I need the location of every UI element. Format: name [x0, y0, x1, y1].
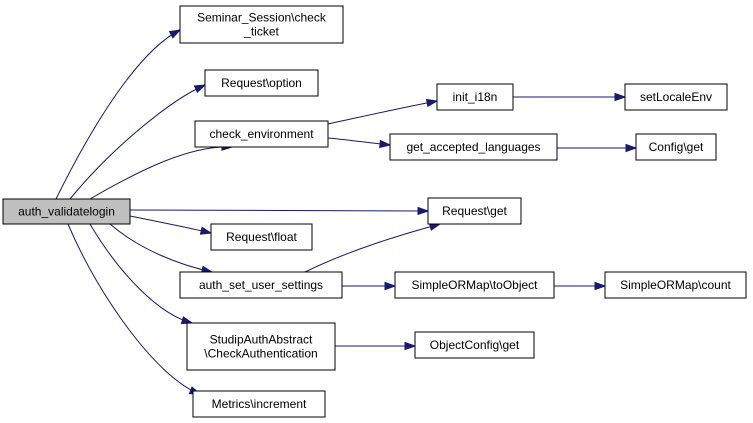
node-label: _ticket: [243, 25, 279, 39]
node-label: SimpleORMap\count: [620, 278, 731, 292]
edges-layer: [55, 29, 638, 395]
node-label: Request\float: [226, 230, 297, 244]
node-label: SimpleORMap\toObject: [411, 278, 538, 292]
edge-to_object-to-orm_count: [554, 281, 607, 291]
nodes-layer: auth_validatelogin Seminar_Session\check_…: [2, 5, 747, 418]
node-box: [179, 271, 343, 299]
node-get-langs[interactable]: get_accepted_languages: [389, 133, 558, 161]
edge-root-to-req_option: [69, 84, 207, 200]
arrowhead-icon: [384, 281, 397, 291]
edge-get_langs-to-config_get: [557, 143, 638, 153]
arrowhead-icon: [614, 92, 627, 102]
arrowhead-icon: [594, 281, 607, 291]
node-req-option[interactable]: Request\option: [204, 69, 319, 97]
node-config-get[interactable]: Config\get: [635, 133, 717, 161]
node-box: [635, 133, 717, 161]
node-label: Request\get: [442, 204, 507, 218]
node-auth-set[interactable]: auth_set_user_settings: [179, 271, 343, 299]
edge-line: [109, 223, 213, 273]
arrowhead-icon: [193, 84, 207, 94]
node-orm-count[interactable]: SimpleORMap\count: [604, 271, 747, 299]
node-seminar[interactable]: Seminar_Session\check_ticket: [179, 5, 344, 44]
node-objconf-get[interactable]: ObjectConfig\get: [414, 331, 535, 359]
node-label: init_i18n: [453, 90, 498, 104]
node-label: Seminar_Session\check: [197, 11, 327, 25]
node-box: [436, 83, 514, 111]
node-studip-auth[interactable]: StudipAuthAbstract\CheckAuthentication: [186, 322, 336, 371]
node-check-env[interactable]: check_environment: [194, 120, 329, 148]
edge-line: [129, 215, 212, 234]
arrowhead-icon: [417, 206, 430, 216]
edge-check_env-to-init_i18n: [327, 98, 439, 125]
edge-root-to-seminar: [55, 29, 182, 200]
arrowhead-icon: [625, 143, 638, 153]
node-box: [394, 271, 555, 299]
node-init-i18n[interactable]: init_i18n: [436, 83, 514, 111]
arrowhead-icon: [168, 29, 182, 39]
node-label: auth_validatelogin: [18, 205, 115, 219]
node-metrics[interactable]: Metrics\increment: [192, 390, 326, 418]
node-box: [389, 133, 558, 161]
edge-root-to-req_get: [129, 206, 430, 216]
arrowhead-icon: [404, 341, 417, 351]
node-label: setLocaleEnv: [640, 90, 712, 104]
node-label: Config\get: [649, 140, 704, 154]
node-box: [2, 198, 131, 225]
node-label: auth_set_user_settings: [199, 278, 323, 292]
node-box: [194, 120, 329, 148]
node-label: \CheckAuthentication: [204, 347, 317, 361]
arrowhead-icon: [379, 139, 392, 149]
edge-line: [89, 223, 193, 324]
node-box: [210, 223, 313, 251]
edge-line: [327, 100, 438, 125]
node-label: Request\option: [221, 76, 302, 90]
node-label: Metrics\increment: [212, 397, 307, 411]
node-box: [427, 197, 522, 225]
edge-line: [129, 209, 429, 212]
edge-line: [304, 223, 441, 273]
edge-root-to-req_float: [129, 215, 213, 235]
edge-line: [67, 223, 201, 395]
edge-line: [55, 29, 181, 200]
edge-root-to-auth_set: [109, 223, 214, 274]
edge-check_env-to-get_langs: [327, 137, 392, 149]
node-box: [179, 5, 344, 44]
edge-studip_auth-to-objconf_get: [335, 341, 417, 351]
node-box: [624, 83, 728, 111]
edge-line: [69, 84, 206, 200]
node-box: [414, 331, 535, 359]
arrowhead-icon: [199, 226, 213, 235]
edge-auth_set-to-to_object: [342, 281, 397, 291]
node-set-locale[interactable]: setLocaleEnv: [624, 83, 728, 111]
node-box: [204, 69, 319, 97]
node-label: check_environment: [209, 127, 314, 141]
node-box: [192, 390, 326, 418]
node-box: [604, 271, 747, 299]
node-req-float[interactable]: Request\float: [210, 223, 313, 251]
edge-init_i18n-to-set_locale: [513, 92, 627, 102]
edge-auth_set-to-req_get: [304, 222, 442, 273]
arrowhead-icon: [425, 98, 439, 108]
edge-root-to-studip_auth: [89, 223, 194, 325]
node-label: ObjectConfig\get: [430, 338, 520, 352]
node-label: StudipAuthAbstract: [210, 333, 313, 347]
edge-root-to-metrics: [67, 223, 202, 395]
node-box: [186, 322, 336, 371]
edge-root-to-check_env: [89, 142, 234, 200]
node-req-get[interactable]: Request\get: [427, 197, 522, 225]
node-label: get_accepted_languages: [406, 140, 540, 154]
node-root[interactable]: auth_validatelogin: [2, 198, 131, 225]
node-to-object[interactable]: SimpleORMap\toObject: [394, 271, 555, 299]
